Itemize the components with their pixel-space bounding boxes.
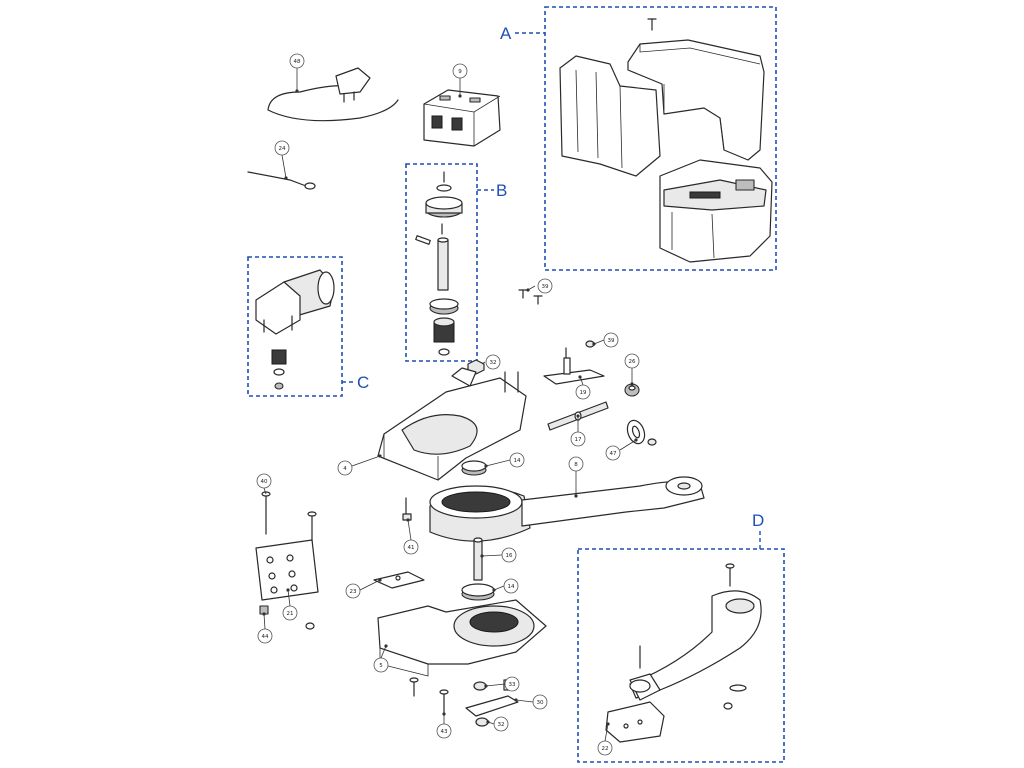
pin-41 [402,497,412,521]
svg-text:47: 47 [610,451,617,457]
svg-text:8: 8 [574,462,578,468]
svg-text:30: 30 [537,700,544,706]
group-b-label: B [496,181,507,200]
callout-32-top: 32 [485,354,501,370]
housing-5 [377,599,547,677]
svg-text:26: 26 [629,359,636,365]
motor-assembly [255,269,335,390]
svg-text:32: 32 [498,722,505,728]
cover-screw [647,18,657,31]
nut-26 [624,383,640,397]
power-cable [267,67,399,122]
group-a-label: A [500,24,512,43]
ground-wire [247,171,316,190]
top-cover [627,39,765,161]
svg-text:43: 43 [441,729,448,735]
svg-text:39: 39 [608,338,615,344]
nut-32-lower [475,717,489,727]
callout-16: 16 [501,547,517,563]
svg-text:39: 39 [542,284,549,290]
callout-26: 26 [624,353,640,369]
nut-44 [259,605,315,630]
callout-24: 24 [274,140,290,156]
svg-text:23: 23 [350,589,357,595]
base-housing [659,159,773,263]
group-c: C [247,256,369,397]
electrical-box [423,89,501,147]
svg-text:41: 41 [408,545,415,551]
mounting-plate-21 [255,539,319,601]
shaft-16 [473,537,483,581]
svg-text:17: 17 [575,437,582,443]
bearing-14-lower [461,583,495,601]
bolts-40 [261,491,317,553]
group-c-label: C [357,373,369,392]
svg-text:19: 19 [580,390,587,396]
callout-48: 48 [289,53,305,69]
drive-wheel-arm-8 [429,476,705,542]
group-a: A [500,6,777,271]
side-cover [559,55,661,177]
callout-39-bracket: 39 [603,332,619,348]
bolts-43 [409,677,449,715]
group-d-label: D [752,511,764,530]
callout-17: 17 [570,431,586,447]
nut-33 [473,681,487,691]
bracket-39 [543,340,605,385]
group-b: B [405,163,507,362]
svg-text:44: 44 [262,634,269,640]
svg-text:14: 14 [514,458,521,464]
washer-47 [626,419,657,446]
leader-lines [262,68,638,742]
svg-text:40: 40 [261,479,268,485]
svg-text:5: 5 [379,663,383,669]
callout-44: 44 [257,628,273,644]
group-d: D [577,511,785,763]
callout-8: 8 [568,456,584,472]
callout-23: 23 [345,583,361,599]
callout-22: 22 [597,740,613,756]
callout-5: 5 [373,657,389,673]
svg-text:9: 9 [458,69,462,75]
callout-19: 19 [575,384,591,400]
callout-4: 4 [337,460,353,476]
callout-14-upper: 14 [509,452,525,468]
callout-39-top: 39 [537,278,553,294]
svg-text:21: 21 [287,611,294,617]
callout-30: 30 [532,694,548,710]
callout-33: 33 [504,676,520,692]
callout-21: 21 [282,605,298,621]
svg-text:33: 33 [509,682,516,688]
callout-9: 9 [452,63,468,79]
svg-text:4: 4 [343,466,347,472]
gear-shaft-assembly [415,171,463,356]
small-screws-38 [518,289,543,305]
callout-40: 40 [256,473,272,489]
svg-text:32: 32 [490,360,497,366]
housing-4 [377,367,527,481]
svg-text:48: 48 [294,59,301,65]
plate-23 [373,571,425,589]
svg-text:14: 14 [508,584,515,590]
callout-43: 43 [436,723,452,739]
callout-14-lower: 14 [503,578,519,594]
callout-41: 41 [403,539,419,555]
callout-47: 47 [605,445,621,461]
arm-assembly [605,563,762,743]
callout-32-lower: 32 [493,716,509,732]
svg-text:24: 24 [279,146,286,152]
svg-text:16: 16 [506,553,513,559]
svg-text:22: 22 [602,746,609,752]
bearing-14-upper [461,460,487,476]
